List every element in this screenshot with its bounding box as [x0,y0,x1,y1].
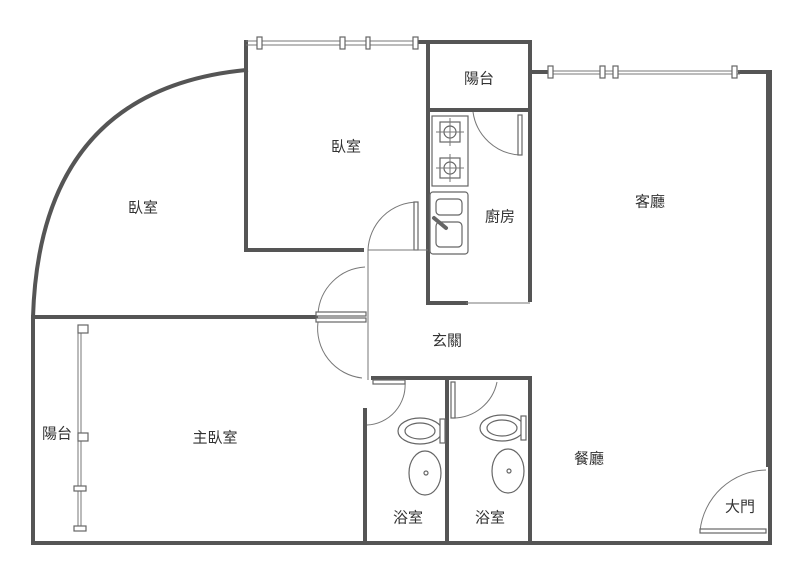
room-label-bathroom-2: 浴室 [474,508,506,527]
bathroom-fixtures [397,414,527,496]
room-label-balcony-top: 陽台 [463,69,495,88]
room-label-living-room: 客廳 [634,192,666,211]
main-door-label: 大門 [724,497,756,516]
room-label-master-bedroom: 主臥室 [192,428,238,447]
room-label-bedroom-left: 臥室 [127,198,159,217]
room-label-balcony-left: 陽台 [41,424,73,443]
room-label-entrance: 玄關 [431,331,463,350]
washbasin-icon [408,450,442,496]
windows [73,36,740,532]
toilet-icon [479,414,527,442]
walls [30,40,772,545]
sink-icon [429,191,469,255]
stove-burner-icon [436,118,464,146]
doors [315,111,767,534]
toilet-icon [397,417,446,445]
kitchen-fixtures [429,115,469,255]
room-label-dining-room: 餐廳 [573,449,605,468]
room-label-bedroom-top: 臥室 [330,137,362,156]
stove-burner-icon [436,154,464,182]
room-label-kitchen: 廚房 [484,207,516,226]
room-label-bathroom-1: 浴室 [392,508,424,527]
washbasin-icon [491,448,525,494]
